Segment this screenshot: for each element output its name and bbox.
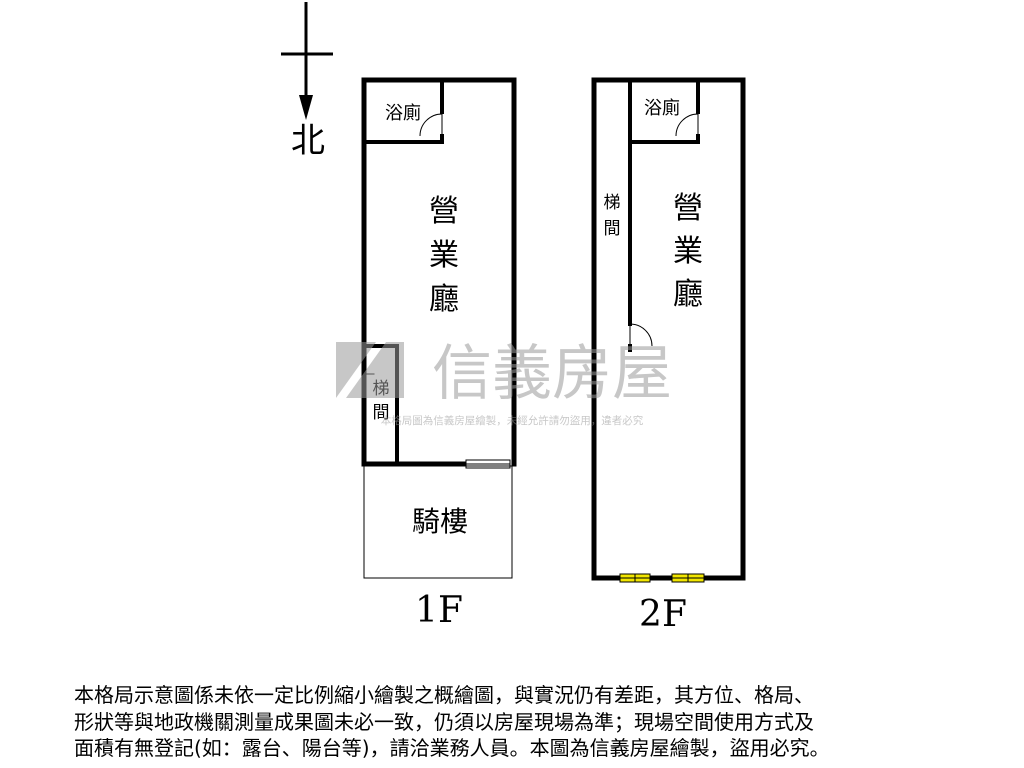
- floor-1-bathroom-label: 浴廁: [385, 102, 421, 124]
- disclaimer-line: 形狀等與地政機關測量成果圖未必一致，仍須以房屋現場為準；現場空間使用方式及: [74, 709, 814, 734]
- watermark-notice: 本格局圖為信義房屋繪製，未經允許請勿盜用，違者必究: [381, 414, 644, 427]
- floor-2-bathroom-door-icon: [675, 113, 699, 137]
- floor-1-hall-label: 營 業 廳: [429, 194, 459, 317]
- disclaimer: 本格局示意圖係未依一定比例縮小繪製之概繪圖，與實況仍有差距，其方位、格局、 形狀…: [74, 682, 974, 762]
- window-icon: [619, 573, 651, 583]
- arcade-label: 騎樓: [412, 505, 468, 538]
- floor-2-walls: [591, 77, 746, 581]
- disclaimer-line: 面積有無登記(如：露台、陽台等)，請洽業務人員。本圖為信義房屋繪製，盜用必究。: [74, 736, 830, 760]
- floor-1-bathroom-door-icon: [419, 113, 443, 137]
- svg-text:廳: 廳: [429, 282, 459, 317]
- floor-2-stairs-door-icon: [629, 323, 653, 347]
- svg-text:業: 業: [673, 234, 703, 269]
- floor-2-hall-label: 營 業 廳: [673, 191, 703, 312]
- svg-text:營: 營: [429, 194, 459, 229]
- window-icon: [671, 573, 705, 583]
- floor-2-stairs-label: 梯 間: [604, 193, 621, 239]
- disclaimer-line: 本格局示意圖係未依一定比例縮小繪製之概繪圖，與實況仍有差距，其方位、格局、: [74, 683, 814, 707]
- floor-1-entrance-door-icon: [465, 459, 511, 469]
- svg-text:營: 營: [673, 191, 703, 226]
- floor-2-bathroom-label: 浴廁: [644, 97, 680, 119]
- svg-text:廳: 廳: [673, 277, 703, 312]
- watermark: 信義房屋 本格局圖為信義房屋繪製，未經允許請勿盜用，違者必究: [336, 339, 672, 427]
- svg-text:間: 間: [604, 219, 621, 239]
- svg-text:梯: 梯: [604, 193, 621, 213]
- arcade-outline: [363, 465, 513, 579]
- brand-logo-icon: [336, 342, 404, 398]
- watermark-brand: 信義房屋: [432, 339, 672, 409]
- floor-2-label: 2F: [639, 594, 687, 635]
- svg-text:業: 業: [429, 238, 459, 273]
- north-compass: 北: [281, 2, 333, 161]
- north-arrow-icon: [299, 95, 313, 120]
- floor-1-label: 1F: [415, 590, 463, 631]
- north-label: 北: [291, 121, 325, 161]
- svg-text:間: 間: [373, 403, 390, 423]
- floor-2-plan: 浴廁 梯 間 營 業 廳 2F: [591, 77, 746, 635]
